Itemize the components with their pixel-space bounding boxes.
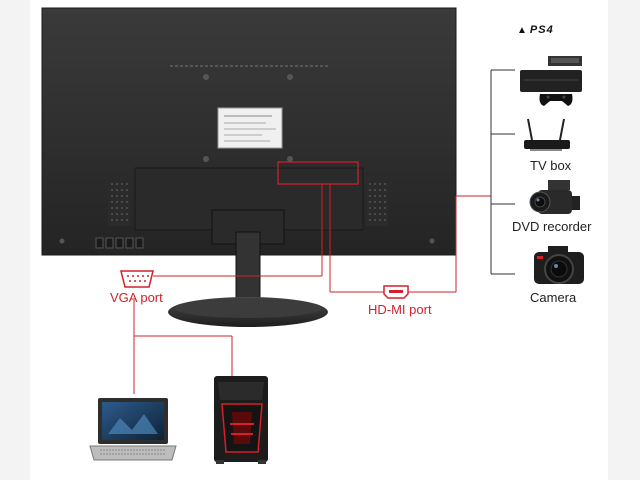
- camera-icon: [534, 246, 584, 284]
- ps4-logo: ▲PS4: [517, 24, 554, 36]
- tv-box-label: TV box: [530, 158, 572, 173]
- laptop-icon: [89, 398, 177, 461]
- control-buttons: [95, 237, 144, 249]
- right-margin: [608, 0, 640, 480]
- speaker-grille-right: [366, 180, 388, 226]
- hdmi-port-label: HD-MI port: [368, 302, 432, 317]
- vga-connector-icon: [120, 270, 154, 288]
- cable-lines: [153, 184, 491, 293]
- ps4-label: PS4: [529, 24, 554, 36]
- spec-label: [217, 107, 283, 149]
- tv-box-icon: [524, 118, 570, 151]
- left-margin: [0, 0, 30, 480]
- desktop-tower-icon: [214, 376, 268, 464]
- monitor-stand: [168, 209, 328, 327]
- playstation-icon: ▲: [517, 25, 528, 36]
- camera-label: Camera: [530, 290, 577, 305]
- dvd-recorder-label: DVD recorder: [512, 219, 592, 234]
- device-bus: [490, 69, 515, 275]
- game-console-icon: [520, 56, 582, 106]
- speaker-grille-left: [108, 180, 130, 226]
- camcorder-icon: [529, 180, 580, 214]
- vga-port-label: VGA port: [110, 290, 163, 305]
- hdmi-connector-icon: [383, 285, 409, 299]
